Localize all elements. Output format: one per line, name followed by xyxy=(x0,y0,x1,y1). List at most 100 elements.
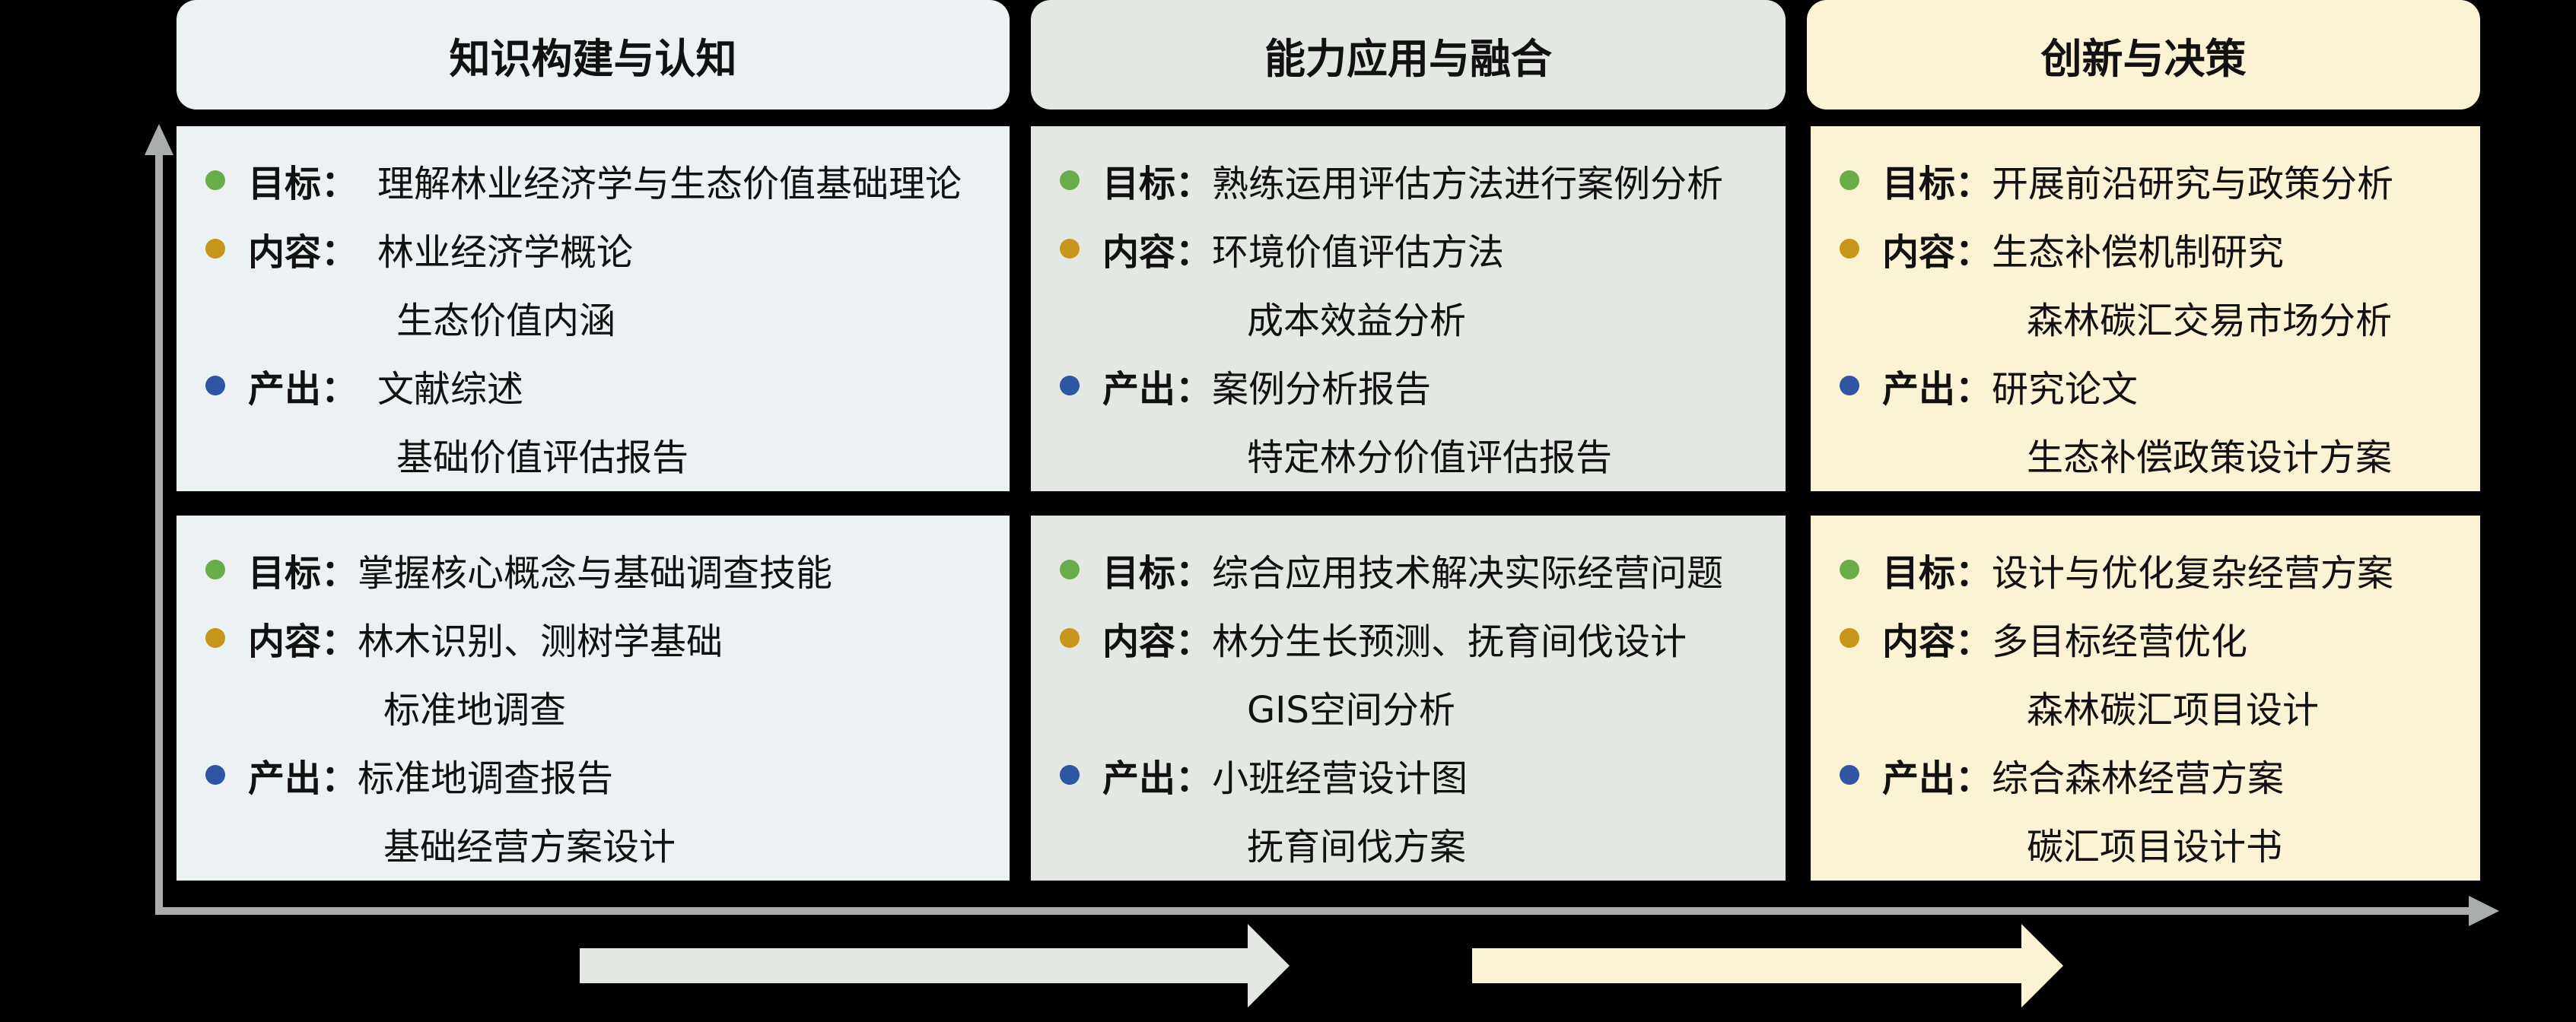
output-text: 标准地调查报告 xyxy=(358,757,614,800)
output-row-continued: 碳汇项目设计书 xyxy=(1840,809,2480,878)
content-dot-icon xyxy=(205,628,225,648)
y-axis-arrowhead xyxy=(145,124,173,155)
content-label: 内容： xyxy=(1882,231,1992,274)
goal-text: 理解林业经济学与生态价值基础理论 xyxy=(377,163,962,205)
content-row-continued: 生态价值内涵 xyxy=(205,283,1010,351)
content-text: 生态补偿机制研究 xyxy=(1992,231,2285,274)
goal-label: 目标： xyxy=(248,163,358,205)
goal-label: 目标： xyxy=(1102,552,1213,595)
x-axis-arrowhead xyxy=(2469,896,2499,926)
goal-text: 熟练运用评估方法进行案例分析 xyxy=(1212,163,1724,205)
stage-header-2: 能力应用与融合 xyxy=(1031,0,1786,110)
content-text: 标准地调查 xyxy=(383,689,567,732)
output-text: 文献综述 xyxy=(377,368,524,411)
output-row: 产出：研究论文 xyxy=(1840,351,2480,420)
content-row: 内容：生态补偿机制研究 xyxy=(1840,214,2480,283)
output-label: 产出： xyxy=(1102,757,1213,800)
goal-row: 目标：熟练运用评估方法进行案例分析 xyxy=(1060,146,1786,214)
content-dot-icon xyxy=(1060,239,1080,259)
progress-arrow-1 xyxy=(580,924,1290,1008)
goal-row: 目标： 理解林业经济学与生态价值基础理论 xyxy=(205,146,1010,214)
content-label: 内容： xyxy=(1102,231,1213,274)
goal-text: 开展前沿研究与政策分析 xyxy=(1992,163,2394,205)
content-row-continued: 森林碳汇项目设计 xyxy=(1840,672,2480,741)
output-text: 小班经营设计图 xyxy=(1212,757,1468,800)
content-label: 内容： xyxy=(248,620,358,663)
goal-row: 目标：掌握核心概念与基础调查技能 xyxy=(205,535,1010,604)
content-text: 林业经济学概论 xyxy=(377,231,634,274)
content-row: 内容：林木识别、测树学基础 xyxy=(205,604,1010,672)
content-label: 内容： xyxy=(1882,620,1992,663)
goal-text: 掌握核心概念与基础调查技能 xyxy=(358,552,833,595)
content-text: GIS空间分析 xyxy=(1247,689,1455,732)
content-row: 内容：林分生长预测、抚育间伐设计 xyxy=(1060,604,1786,672)
output-dot-icon xyxy=(1060,376,1080,395)
output-row: 产出： 文献综述 xyxy=(205,351,1010,420)
content-row-continued: GIS空间分析 xyxy=(1060,672,1786,741)
output-dot-icon xyxy=(1840,765,1859,785)
output-text: 基础价值评估报告 xyxy=(396,436,689,479)
output-dot-icon xyxy=(205,765,225,785)
output-text: 特定林分价值评估报告 xyxy=(1247,436,1613,479)
output-text: 案例分析报告 xyxy=(1212,368,1432,411)
output-label: 产出： xyxy=(248,757,358,800)
goal-label: 目标： xyxy=(248,552,358,595)
output-row: 产出：案例分析报告 xyxy=(1060,351,1786,420)
content-text: 森林碳汇交易市场分析 xyxy=(2027,300,2393,342)
content-text: 环境价值评估方法 xyxy=(1212,231,1505,274)
goal-dot-icon xyxy=(1840,170,1859,190)
stage-1-upper-card: 目标： 理解林业经济学与生态价值基础理论 内容： 林业经济学概论 生态价值内涵 产出… xyxy=(177,126,1010,491)
output-text: 碳汇项目设计书 xyxy=(2027,826,2283,868)
content-dot-icon xyxy=(205,239,225,259)
output-row-continued: 生态补偿政策设计方案 xyxy=(1840,420,2480,488)
output-label: 产出： xyxy=(1882,368,1992,411)
stage-header-1: 知识构建与认知 xyxy=(177,0,1010,110)
stage-title: 能力应用与融合 xyxy=(1264,34,1552,83)
content-text: 成本效益分析 xyxy=(1247,300,1467,342)
output-label: 产出： xyxy=(248,368,358,411)
content-text: 林分生长预测、抚育间伐设计 xyxy=(1212,620,1687,663)
goal-label: 目标： xyxy=(1882,552,1992,595)
goal-label: 目标： xyxy=(1102,163,1213,205)
output-text: 抚育间伐方案 xyxy=(1247,826,1467,868)
output-dot-icon xyxy=(1840,376,1859,395)
content-dot-icon xyxy=(1060,628,1080,648)
output-text: 研究论文 xyxy=(1992,368,2139,411)
content-row: 内容：多目标经营优化 xyxy=(1840,604,2480,672)
output-row-continued: 基础经营方案设计 xyxy=(205,809,1010,878)
output-row-continued: 抚育间伐方案 xyxy=(1060,809,1786,878)
goal-row: 目标：开展前沿研究与政策分析 xyxy=(1840,146,2480,214)
output-text: 综合森林经营方案 xyxy=(1992,757,2285,800)
output-row-continued: 特定林分价值评估报告 xyxy=(1060,420,1786,488)
goal-text: 设计与优化复杂经营方案 xyxy=(1992,552,2394,595)
goal-row: 目标：设计与优化复杂经营方案 xyxy=(1840,535,2480,604)
goal-row: 目标：综合应用技术解决实际经营问题 xyxy=(1060,535,1786,604)
content-row: 内容： 林业经济学概论 xyxy=(205,214,1010,283)
output-row: 产出：综合森林经营方案 xyxy=(1840,741,2480,809)
output-row: 产出：小班经营设计图 xyxy=(1060,741,1786,809)
output-row-continued: 基础价值评估报告 xyxy=(205,420,1010,488)
stage-header-3: 创新与决策 xyxy=(1807,0,2480,110)
stage-3-lower-card: 目标：设计与优化复杂经营方案 内容：多目标经营优化 森林碳汇项目设计 产出：综合… xyxy=(1811,516,2480,881)
stage-1-lower-card: 目标：掌握核心概念与基础调查技能 内容：林木识别、测树学基础 标准地调查 产出：… xyxy=(177,516,1010,881)
goal-dot-icon xyxy=(205,170,225,190)
content-row-continued: 成本效益分析 xyxy=(1060,283,1786,351)
stage-3-upper-card: 目标：开展前沿研究与政策分析 内容：生态补偿机制研究 森林碳汇交易市场分析 产出… xyxy=(1811,126,2480,491)
output-dot-icon xyxy=(205,376,225,395)
output-row: 产出：标准地调查报告 xyxy=(205,741,1010,809)
output-text: 基础经营方案设计 xyxy=(383,826,676,868)
goal-label: 目标： xyxy=(1882,163,1992,205)
content-row-continued: 森林碳汇交易市场分析 xyxy=(1840,283,2480,351)
output-label: 产出： xyxy=(1882,757,1992,800)
goal-dot-icon xyxy=(1060,170,1080,190)
content-text: 生态价值内涵 xyxy=(396,300,616,342)
output-label: 产出： xyxy=(1102,368,1213,411)
progress-arrow-2 xyxy=(1472,924,2063,1008)
content-label: 内容： xyxy=(248,231,358,274)
content-label: 内容： xyxy=(1102,620,1213,663)
content-row-continued: 标准地调查 xyxy=(205,672,1010,741)
content-dot-icon xyxy=(1840,628,1859,648)
stage-2-upper-card: 目标：熟练运用评估方法进行案例分析 内容：环境价值评估方法 成本效益分析 产出：… xyxy=(1031,126,1786,491)
content-row: 内容：环境价值评估方法 xyxy=(1060,214,1786,283)
